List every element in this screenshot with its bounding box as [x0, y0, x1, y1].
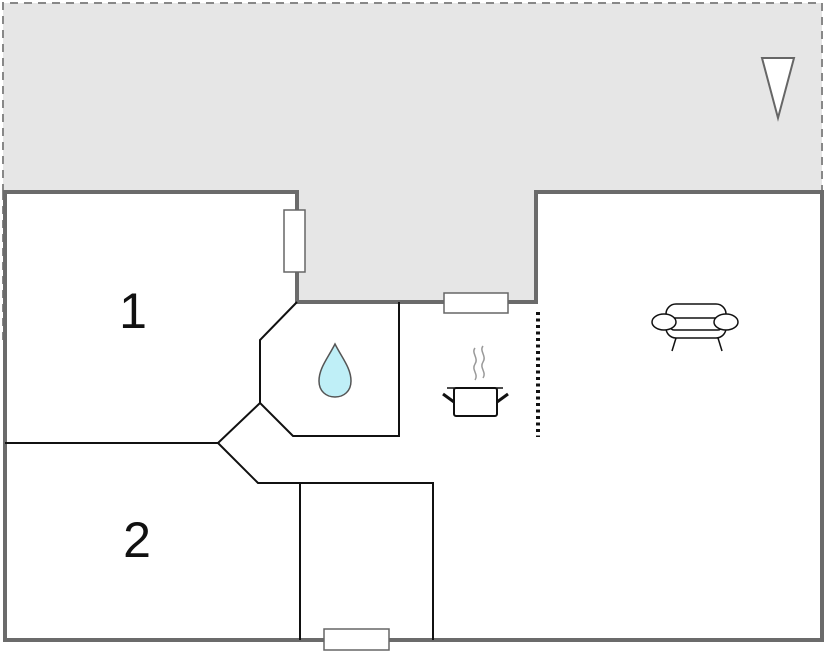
- water-drop-icon: [318, 342, 352, 398]
- room-label-1: 1: [119, 283, 147, 339]
- room-label-2: 2: [123, 512, 151, 568]
- north-arrow-icon: [760, 57, 796, 122]
- window-bedroom-1: [283, 209, 306, 273]
- terrace-area: [3, 3, 822, 302]
- cooking-pot-icon: [442, 345, 509, 417]
- sofa-icon: [651, 303, 739, 352]
- hallway-lower-wall: [217, 442, 434, 640]
- bathroom-wall: [259, 301, 400, 437]
- window-kitchen: [443, 292, 509, 314]
- hallway-upper-wall: [5, 402, 261, 444]
- window-storage: [323, 628, 390, 651]
